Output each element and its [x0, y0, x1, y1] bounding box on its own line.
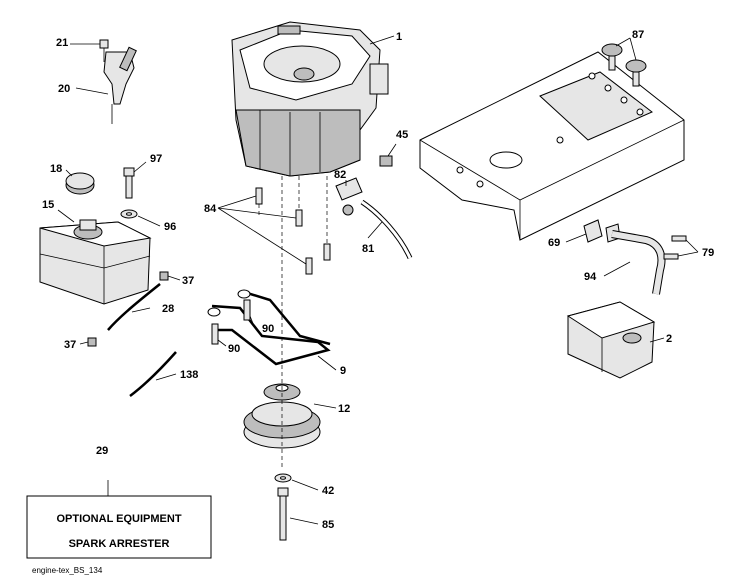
washer-42 [274, 473, 292, 483]
muffler-bolts [663, 235, 687, 260]
callout-37-bottom: 37 [64, 339, 76, 351]
callout-37-top: 37 [182, 275, 194, 287]
callout-15: 15 [42, 199, 54, 211]
callout-labels: 1 2 9 12 15 18 20 21 28 29 37 37 42 45 6… [42, 29, 714, 531]
optional-equipment-label: OPTIONAL EQUIPMENT [56, 513, 181, 525]
clamp-45 [379, 155, 393, 167]
bolts-90 [211, 299, 251, 345]
gas-cap [65, 172, 95, 195]
engine-bolts [255, 176, 331, 275]
fuel-tank [39, 219, 152, 305]
callout-21: 21 [56, 37, 68, 49]
callout-97: 97 [150, 153, 162, 165]
callout-28: 28 [162, 303, 174, 315]
callout-81: 81 [362, 243, 374, 255]
callout-29: 29 [96, 445, 108, 457]
callout-87: 87 [632, 29, 644, 41]
exhaust-pipe [611, 230, 666, 295]
callout-85: 85 [322, 519, 334, 531]
callout-94: 94 [584, 271, 597, 283]
diagram-reference-code: engine-tex_BS_134 [32, 566, 103, 575]
callout-90-bottom: 90 [228, 343, 240, 355]
callout-42: 42 [322, 485, 334, 497]
washer-96 [120, 209, 138, 219]
frame [419, 51, 685, 241]
callout-18: 18 [50, 163, 62, 175]
callout-12: 12 [338, 403, 350, 415]
throttle-control [99, 39, 137, 124]
callout-20: 20 [58, 83, 70, 95]
callout-79: 79 [702, 247, 714, 259]
optional-equipment-box: OPTIONAL EQUIPMENT SPARK ARRESTER [26, 495, 212, 559]
muffler [566, 301, 656, 379]
callout-82: 82 [334, 169, 346, 181]
leader-lines [57, 35, 699, 525]
callout-9: 9 [340, 365, 346, 377]
callout-138: 138 [180, 369, 198, 381]
callout-1: 1 [396, 31, 402, 43]
knob-87 [601, 43, 647, 87]
spark-arrester-label: SPARK ARRESTER [69, 538, 170, 550]
callout-69: 69 [548, 237, 560, 249]
callout-2: 2 [666, 333, 672, 345]
callout-45: 45 [396, 129, 408, 141]
bolt-97 [123, 167, 135, 199]
callout-84: 84 [204, 203, 217, 215]
fuel-line-138 [129, 351, 177, 397]
oil-drain-fitting [335, 177, 363, 216]
engine [231, 21, 389, 177]
callout-96: 96 [164, 221, 176, 233]
callout-90-top: 90 [262, 323, 274, 335]
oil-drain-hose [360, 199, 413, 260]
bolt-85 [277, 487, 289, 541]
